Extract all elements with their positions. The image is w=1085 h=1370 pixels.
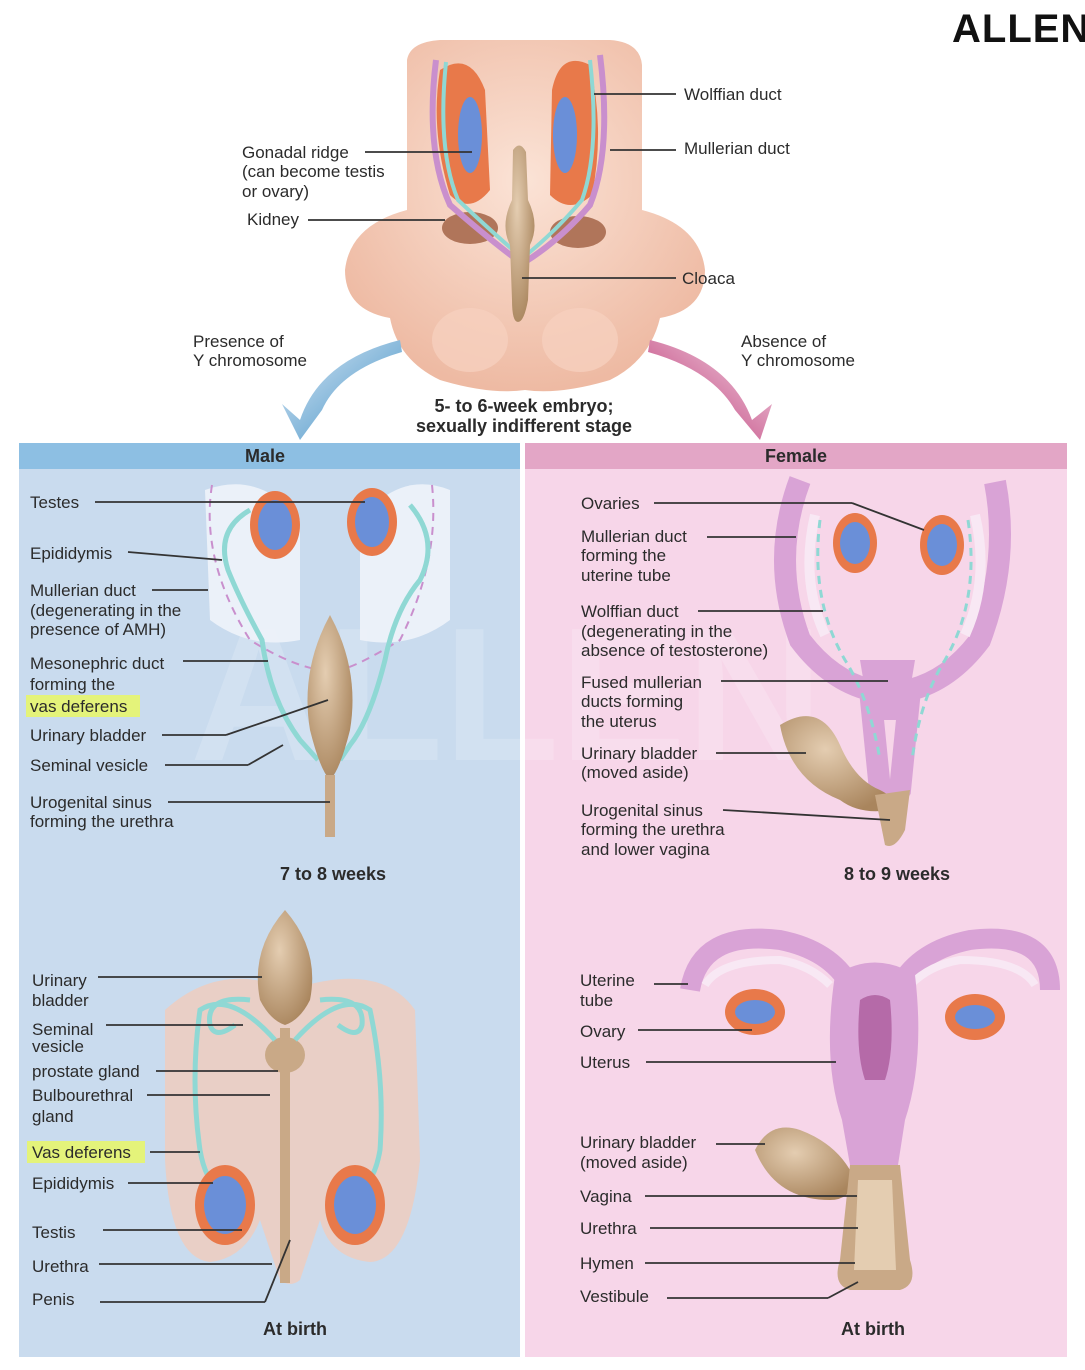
female-header: Female <box>765 446 827 466</box>
label-vas-deferens-birth: Vas deferens <box>32 1143 131 1162</box>
label-fused-mullerian: Fused mullerian <box>581 673 702 692</box>
label-epididymis: Epididymis <box>30 544 112 563</box>
label-gonadal-ridge-note-2: or ovary) <box>242 182 309 201</box>
embryo-caption-2: sexually indifferent stage <box>416 416 632 436</box>
label-seminal-vesicle-birth-2: vesicle <box>32 1037 84 1056</box>
label-mesonephric-duct-2: forming the <box>30 675 115 694</box>
label-fused-mullerian-2: ducts forming <box>581 692 683 711</box>
arrow-to-male <box>282 340 402 440</box>
male-stage1-caption: 7 to 8 weeks <box>280 864 386 884</box>
label-uterus: Uterus <box>580 1053 630 1072</box>
label-vas-deferens: vas deferens <box>30 697 127 716</box>
label-uterine-tube: Uterine <box>580 971 635 990</box>
label-mullerian-duct-female-3: uterine tube <box>581 566 671 585</box>
label-wolffian-duct-female-3: absence of testosterone) <box>581 641 768 660</box>
label-presence-y: Presence of <box>193 332 284 351</box>
label-urogenital-sinus: Urogenital sinus <box>30 793 152 812</box>
label-mesonephric-duct: Mesonephric duct <box>30 654 164 673</box>
female-8-9-weeks-illustration <box>774 476 1011 846</box>
label-wolffian-duct: Wolffian duct <box>684 85 782 104</box>
label-gonadal-ridge-note: (can become testis <box>242 162 385 181</box>
label-urinary-bladder-birth: Urinary <box>32 971 87 990</box>
label-epididymis-birth: Epididymis <box>32 1174 114 1193</box>
label-bulbourethral-gland: Bulbourethral <box>32 1086 133 1105</box>
label-seminal-vesicle-birth: Seminal <box>32 1020 93 1039</box>
label-urogenital-female: Urogenital sinus <box>581 801 703 820</box>
label-bulbourethral-gland-2: gland <box>32 1107 74 1126</box>
label-wolffian-duct-female: Wolffian duct <box>581 602 679 621</box>
label-bladder-female-2: (moved aside) <box>581 763 689 782</box>
label-urethra-female: Urethra <box>580 1219 637 1238</box>
label-mullerian-duct-male-2: (degenerating in the <box>30 601 181 620</box>
label-vestibule: Vestibule <box>580 1287 649 1306</box>
label-testis: Testis <box>32 1223 75 1242</box>
label-cloaca: Cloaca <box>682 269 735 288</box>
label-urinary-bladder: Urinary bladder <box>30 726 147 745</box>
label-urogenital-sinus-2: forming the urethra <box>30 812 174 831</box>
label-hymen: Hymen <box>580 1254 634 1273</box>
female-header-bar <box>525 443 1067 469</box>
female-at-birth-illustration <box>680 928 1060 1290</box>
label-gonadal-ridge: Gonadal ridge <box>242 143 349 162</box>
label-wolffian-duct-female-2: (degenerating in the <box>581 622 732 641</box>
label-mullerian-duct-male: Mullerian duct <box>30 581 136 600</box>
label-bladder-female: Urinary bladder <box>581 744 698 763</box>
embryo-caption: 5- to 6-week embryo; <box>434 396 613 416</box>
label-mullerian-duct: Mullerian duct <box>684 139 790 158</box>
male-at-birth-illustration <box>165 910 420 1284</box>
label-uterine-tube-2: tube <box>580 991 613 1010</box>
highlight-vas-deferens <box>26 695 140 717</box>
label-mullerian-duct-female: Mullerian duct <box>581 527 687 546</box>
label-ovaries: Ovaries <box>581 494 640 513</box>
highlight-vas-deferens-birth <box>27 1141 145 1163</box>
male-7-8-weeks-illustration <box>205 484 450 837</box>
label-penis: Penis <box>32 1290 75 1309</box>
female-stage2-caption: At birth <box>841 1319 905 1339</box>
label-bladder-female-birth: Urinary bladder <box>580 1133 697 1152</box>
label-mullerian-duct-female-2: forming the <box>581 546 666 565</box>
label-urogenital-female-3: and lower vagina <box>581 840 710 859</box>
label-presence-y-2: Y chromosome <box>193 351 307 370</box>
label-ovary: Ovary <box>580 1022 626 1041</box>
label-absence-y-2: Y chromosome <box>741 351 855 370</box>
female-stage1-caption: 8 to 9 weeks <box>844 864 950 884</box>
label-seminal-vesicle: Seminal vesicle <box>30 756 148 775</box>
label-kidney: Kidney <box>247 210 299 229</box>
label-vagina: Vagina <box>580 1187 632 1206</box>
label-testes: Testes <box>30 493 79 512</box>
label-urogenital-female-2: forming the urethra <box>581 820 725 839</box>
label-mullerian-duct-male-3: presence of AMH) <box>30 620 166 639</box>
allen-logo: ALLEN <box>952 7 1085 51</box>
label-urinary-bladder-birth-2: bladder <box>32 991 89 1010</box>
label-bladder-female-birth-2: (moved aside) <box>580 1153 688 1172</box>
arrow-to-female <box>648 340 772 440</box>
label-prostate-gland: prostate gland <box>32 1062 140 1081</box>
label-absence-y: Absence of <box>741 332 826 351</box>
male-stage2-caption: At birth <box>263 1319 327 1339</box>
label-urethra-male: Urethra <box>32 1257 89 1276</box>
male-header-bar <box>19 443 520 469</box>
embryo-illustration <box>345 40 705 392</box>
label-fused-mullerian-3: the uterus <box>581 712 657 731</box>
male-header: Male <box>245 446 285 466</box>
